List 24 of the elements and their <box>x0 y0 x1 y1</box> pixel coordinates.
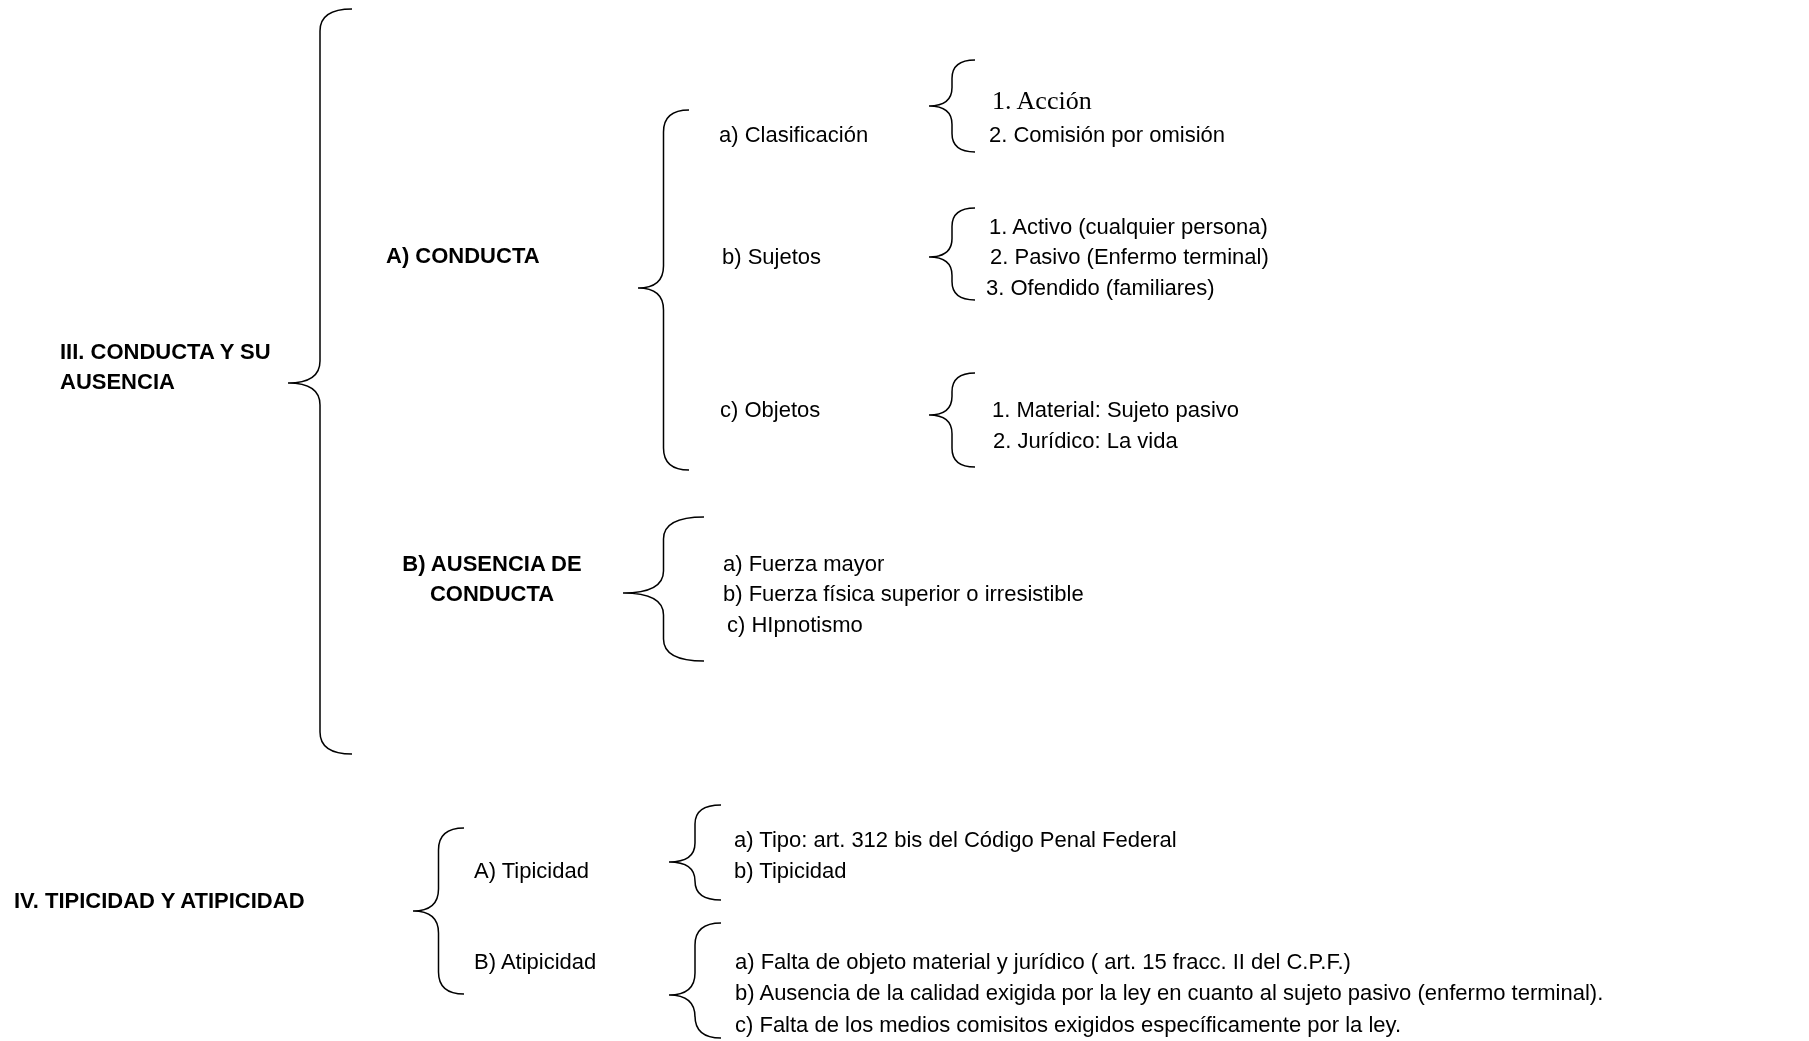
list-item: b) Tipicidad <box>734 857 847 885</box>
category-label: B) Atipicidad <box>474 948 597 976</box>
list-item: 2. Pasivo (Enfermo terminal) <box>990 243 1269 271</box>
list-item: a) Falta de objeto material y jurídico ( art. 15 fracc. II del C.P.F.) <box>735 948 1351 976</box>
list-item: a) Fuerza mayor <box>723 550 885 578</box>
heading-label: III. CONDUCTA Y SU AUSENCIA <box>60 338 272 396</box>
heading-label: IV. TIPICIDAD Y ATIPICIDAD <box>14 887 305 915</box>
list-item: c) HIpnotismo <box>727 611 863 639</box>
category-label: A) Tipicidad <box>474 857 589 885</box>
list-item: c) Falta de los medios comisitos exigidos específicamente por la ley. <box>735 1011 1401 1039</box>
category-label: c) Objetos <box>720 396 821 424</box>
section-heading: A) CONDUCTA <box>386 242 540 270</box>
list-item: b) Fuerza física superior o irresistible <box>723 580 1084 608</box>
list-item: b) Ausencia de la calidad exigida por la ley en cuanto al sujeto pasivo (enfermo terminal). <box>735 979 1604 1007</box>
list-item: 1. Activo (cualquier persona) <box>989 213 1268 241</box>
list-item: 2. Jurídico: La vida <box>993 427 1178 455</box>
category-label: a) Clasificación <box>719 121 869 149</box>
section-heading: B) AUSENCIA DE CONDUCTA <box>401 550 583 608</box>
list-item: 1. Material: Sujeto pasivo <box>992 396 1240 424</box>
list-item: 3. Ofendido (familiares) <box>986 274 1215 302</box>
list-item: 1. Acción <box>992 86 1092 116</box>
list-item: a) Tipo: art. 312 bis del Código Penal Federal <box>734 826 1177 854</box>
category-label: b) Sujetos <box>722 243 822 271</box>
list-item: 2. Comisión por omisión <box>989 121 1225 149</box>
